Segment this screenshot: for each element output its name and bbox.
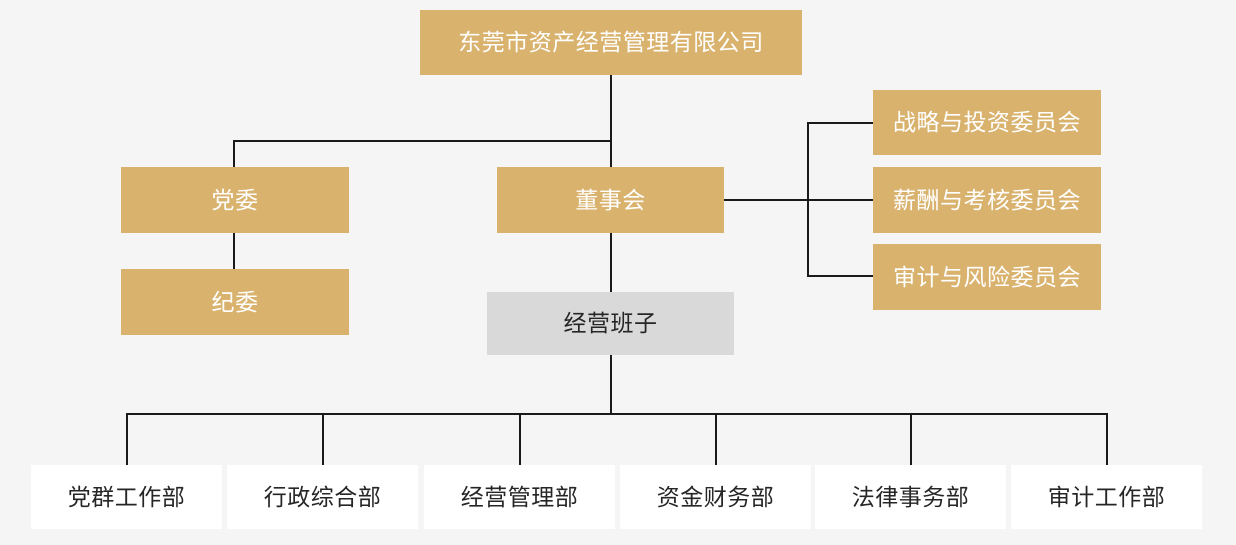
connector-root-stem <box>610 75 612 167</box>
connector-dept-drop-1 <box>126 413 128 465</box>
org-node-management-team: 经营班子 <box>487 292 734 355</box>
org-node-discipline-committee: 纪委 <box>121 269 349 335</box>
org-node-company: 东莞市资产经营管理有限公司 <box>420 10 802 75</box>
connector-dept-drop-5 <box>910 413 912 465</box>
connector-board-to-committees <box>724 199 874 201</box>
org-node-dept-party-mass-work: 党群工作部 <box>31 465 222 529</box>
org-node-board: 董事会 <box>497 167 724 233</box>
connector-dept-drop-2 <box>322 413 324 465</box>
connector-committee-stub-bottom <box>807 275 873 277</box>
connector-party-committee-drop <box>233 140 235 167</box>
connector-dept-drop-4 <box>715 413 717 465</box>
connector-departments-rail <box>126 413 1108 415</box>
connector-party-to-discipline <box>233 233 235 269</box>
org-node-dept-finance: 资金财务部 <box>620 465 811 529</box>
connector-left-branch <box>233 140 612 142</box>
org-node-party-committee: 党委 <box>121 167 349 233</box>
org-node-audit-risk-committee: 审计与风险委员会 <box>873 244 1101 310</box>
org-node-strategy-investment-committee: 战略与投资委员会 <box>873 90 1101 155</box>
connector-dept-drop-6 <box>1106 413 1108 465</box>
connector-committee-stub-top <box>807 122 873 124</box>
org-node-dept-legal-affairs: 法律事务部 <box>815 465 1006 529</box>
connector-board-to-management <box>610 233 612 292</box>
connector-committees-spine <box>807 122 809 277</box>
org-node-dept-audit: 审计工作部 <box>1011 465 1202 529</box>
connector-management-to-rail <box>610 355 612 413</box>
connector-dept-drop-3 <box>519 413 521 465</box>
org-node-dept-administration: 行政综合部 <box>227 465 418 529</box>
org-node-dept-operations-management: 经营管理部 <box>424 465 615 529</box>
org-node-compensation-assessment-committee: 薪酬与考核委员会 <box>873 167 1101 233</box>
